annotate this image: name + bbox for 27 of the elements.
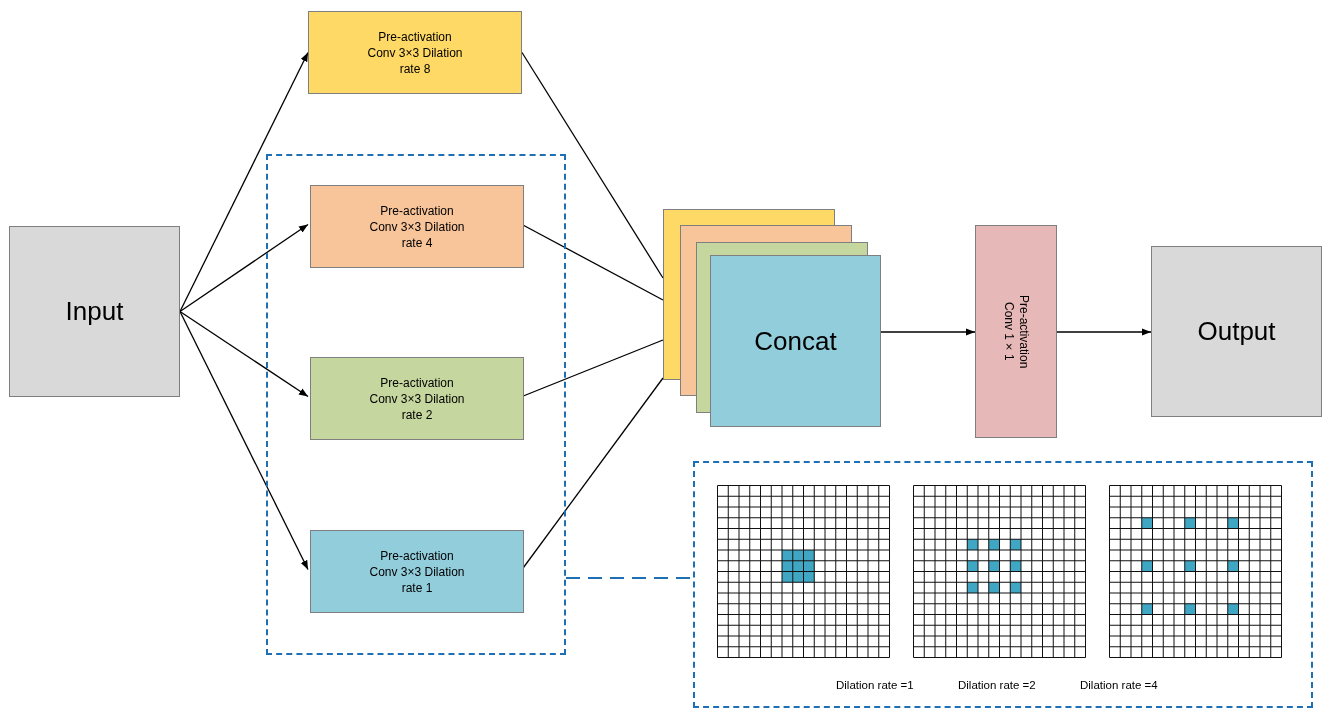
process-box [1151,246,1322,417]
grid-caption: Dilation rate =4 [1080,678,1158,693]
process-box [310,357,524,440]
connector-line [521,51,664,279]
box-label: Pre-activation Conv 3×3 Dilation rate 8 [366,28,464,77]
arrow [1056,328,1152,336]
process-box [975,225,1057,438]
dashed-group-box [693,461,1313,708]
dashed-group-box [266,154,566,655]
process-box [9,226,180,397]
grid-caption: Dilation rate =1 [836,678,914,693]
arrow [179,223,309,313]
arrow [179,310,309,571]
arrow [880,328,976,336]
box-label: Pre-activation Conv 3×3 Dilation rate 1 [368,547,466,596]
box-label: Pre-activation Conv 3×3 Dilation rate 2 [368,374,466,423]
box-label: Pre-activation Conv 3×3 Dilation rate 4 [368,202,466,251]
box-label: Pre-activation Conv 1×1 [1001,293,1031,371]
box-label: Input [65,295,124,328]
arrow [179,310,309,398]
box-label: Concat [754,324,837,358]
process-box [310,185,524,268]
process-box [308,11,522,94]
arrow [179,51,309,313]
box-label: Output [1197,315,1276,348]
process-box [310,530,524,613]
grid-caption: Dilation rate =2 [958,678,1036,693]
